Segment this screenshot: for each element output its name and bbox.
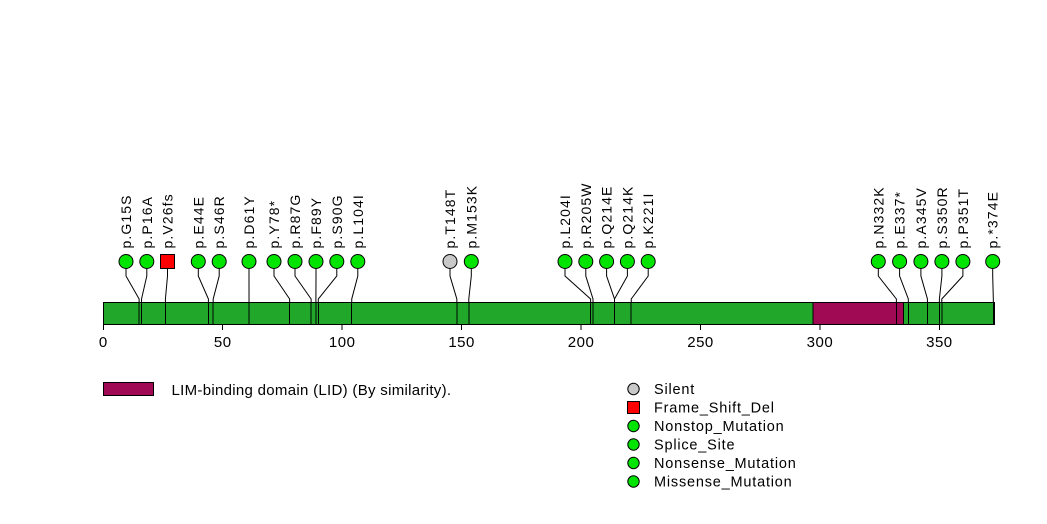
mutation-label: p.R205W <box>578 182 594 248</box>
legend-symbol-splice_site <box>627 438 640 451</box>
mutation-label: p.S350R <box>934 186 950 248</box>
mutation-marker <box>308 254 324 269</box>
mutation-marker <box>934 254 950 269</box>
legend-symbol-missense_mutation <box>627 475 640 488</box>
mutation-stem <box>125 268 140 303</box>
mutation-label: p.E44E <box>190 196 206 249</box>
mutation-marker <box>287 254 303 269</box>
mutation-marker <box>892 254 908 269</box>
mutation-label: p.N332K <box>870 186 886 248</box>
mutation-label: p.*374E <box>985 191 1001 249</box>
mutation-marker <box>619 254 635 269</box>
mutation-marker <box>557 254 573 269</box>
legend-label: Splice_Site <box>654 438 735 454</box>
axis-tick-label: 250 <box>687 334 714 351</box>
mutation-label: p.M153K <box>463 185 479 249</box>
mutation-marker <box>190 254 206 269</box>
mutation-marker <box>463 254 479 269</box>
legend-symbol-frame_shift_del <box>627 401 640 414</box>
legend-label: Missense_Mutation <box>654 475 793 491</box>
legend-label: Nonstop_Mutation <box>654 419 785 435</box>
mutation-stem <box>585 268 594 303</box>
mutation-stem <box>164 268 168 303</box>
mutation-stem <box>992 268 994 303</box>
mutation-label: p.D61Y <box>241 195 257 248</box>
mutation-marker <box>985 254 1001 269</box>
mutation-marker <box>913 254 929 269</box>
mutation-stem <box>899 268 909 303</box>
mutation-marker <box>241 254 257 269</box>
protein-bar <box>102 302 995 325</box>
axis-tick-label: 150 <box>448 334 475 351</box>
domain-legend-swatch <box>103 382 154 396</box>
mutation-stem <box>630 268 649 303</box>
mutation-stem <box>351 268 359 303</box>
mutation-marker <box>266 254 282 269</box>
mutation-marker <box>870 254 886 269</box>
domain-legend-label: LIM-binding domain (LID) (By similarity)… <box>172 382 452 399</box>
mutation-marker <box>640 254 656 269</box>
mutation-label: p.P351T <box>955 188 971 249</box>
mutation-label: p.R87G <box>287 194 303 249</box>
mutation-stem <box>606 268 616 303</box>
mutation-marker <box>118 254 134 269</box>
mutation-marker <box>350 254 366 269</box>
mutation-stem <box>294 268 312 303</box>
mutation-stem <box>938 268 943 303</box>
mutation-stem <box>920 268 928 303</box>
legend-symbol-nonstop_mutation <box>627 419 640 433</box>
mutation-stem <box>197 268 209 303</box>
axis-tick-label: 0 <box>99 334 108 351</box>
axis-tick-label: 100 <box>329 334 356 351</box>
mutation-label: p.T148T <box>442 189 458 249</box>
axis-tick-label: 50 <box>214 334 232 351</box>
legend-label: Silent <box>654 382 695 398</box>
mutation-stem <box>564 268 592 303</box>
mutation-label: p.G15S <box>118 194 134 248</box>
mutation-label: p.F89Y <box>308 197 324 249</box>
mutation-stem <box>212 268 220 303</box>
mutation-label: p.S46R <box>211 195 227 248</box>
axis-tick-label: 300 <box>807 334 834 351</box>
mutation-label: p.S90G <box>329 194 345 248</box>
mutation-label: p.Q214K <box>619 186 635 249</box>
mutation-label: p.L204I <box>557 194 573 248</box>
mutation-label: p.K221I <box>640 193 656 249</box>
mutation-stem <box>317 268 338 303</box>
mutation-label: p.E337* <box>892 191 908 249</box>
mutation-stem <box>877 268 897 303</box>
mutation-marker <box>578 254 594 269</box>
mutation-label: p.Q214E <box>599 186 615 249</box>
mutation-stem <box>449 268 458 303</box>
mutation-label: p.L104I <box>350 194 366 248</box>
mutation-stem <box>614 268 628 303</box>
mutation-label: p.P16A <box>139 196 155 249</box>
legend-symbol-nonsense_mutation <box>627 456 640 470</box>
domain-rect <box>812 302 905 325</box>
mutation-label: p.Y78* <box>266 200 282 249</box>
legend-symbol-silent <box>627 382 640 396</box>
legend-label: Nonsense_Mutation <box>654 456 797 472</box>
mutation-marker <box>139 254 155 269</box>
mutation-stem <box>468 268 472 303</box>
mutation-marker <box>329 254 345 269</box>
legend-label: Frame_Shift_Del <box>654 401 775 417</box>
mutation-marker <box>160 254 175 269</box>
mutation-label: p.A345V <box>913 187 929 248</box>
mutation-stem <box>141 268 148 303</box>
axis-tick-label: 350 <box>926 334 953 351</box>
mutation-stem <box>273 268 291 303</box>
mutation-stem <box>941 268 964 303</box>
mutation-marker <box>211 254 227 269</box>
mutation-marker <box>955 254 971 269</box>
mutation-marker <box>599 254 615 269</box>
mutation-label: p.V26fs <box>160 193 176 248</box>
mutation-marker <box>442 254 458 269</box>
axis-tick-label: 200 <box>568 334 595 351</box>
